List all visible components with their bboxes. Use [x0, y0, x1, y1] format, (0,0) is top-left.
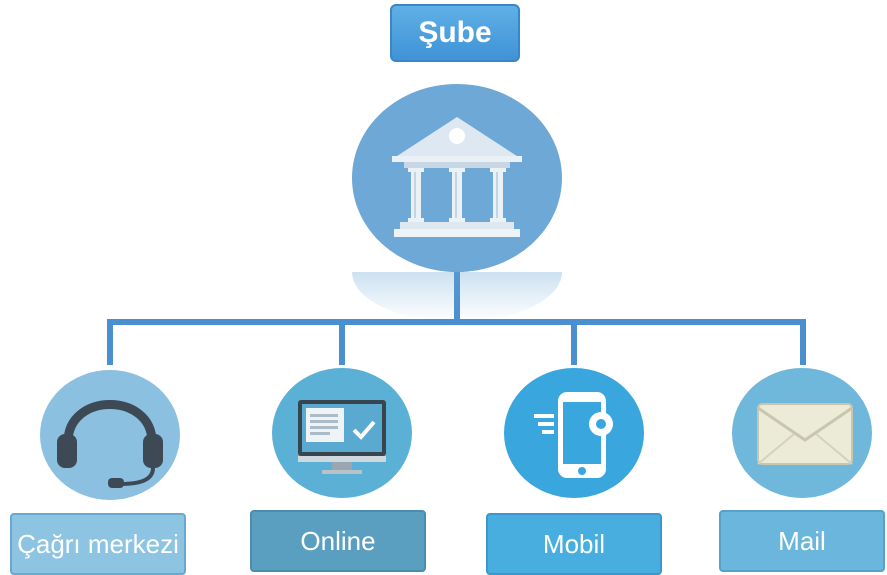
mobile-label-text: Mobil	[542, 528, 606, 559]
mobile-settings-icon	[534, 392, 613, 478]
online-label: Online	[250, 510, 426, 572]
bank-icon	[392, 117, 522, 237]
mail-label: Mail	[719, 510, 885, 572]
call-center-label-text: Çağrı merkezi	[17, 528, 179, 559]
online-label-text: Online	[300, 525, 376, 556]
root-label: Şube	[390, 4, 520, 62]
envelope-icon	[757, 403, 853, 465]
monitor-check-icon	[298, 400, 386, 474]
mobile-label: Mobil	[486, 513, 662, 575]
mail-label-text: Mail	[778, 525, 826, 556]
headset-icon	[57, 400, 163, 488]
root-label-text: Şube	[418, 16, 492, 49]
call-center-label: Çağrı merkezi	[10, 513, 186, 575]
